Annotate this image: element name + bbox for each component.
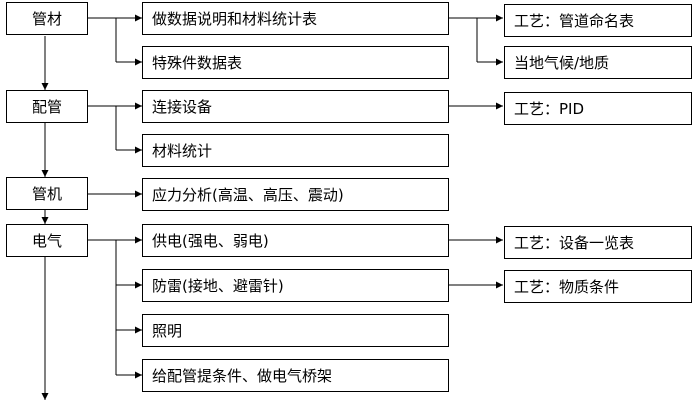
task-stress-analysis: 应力分析(高温、高压、震动) <box>142 178 449 211</box>
task-piping-conditions-cable-tray: 给配管提条件、做电气桥架 <box>142 359 449 392</box>
stage-electrical: 电气 <box>6 224 88 257</box>
stage-piping: 配管 <box>6 90 88 123</box>
task-data-and-material-table: 做数据说明和材料统计表 <box>142 2 449 35</box>
note-local-climate-geology: 当地气候/地质 <box>504 46 692 79</box>
stage-pipe-mechanics: 管机 <box>6 177 88 210</box>
task-power-supply: 供电(强电、弱电) <box>142 224 449 257</box>
note-material-conditions: 工艺：物质条件 <box>504 270 692 303</box>
task-lightning-protection: 防雷(接地、避雷针) <box>142 269 449 302</box>
task-material-statistics: 材料统计 <box>142 134 449 167</box>
note-pid: 工艺：PID <box>504 92 692 125</box>
stage-pipe-material: 管材 <box>6 2 88 35</box>
task-connect-equipment: 连接设备 <box>142 90 449 123</box>
task-lighting: 照明 <box>142 314 449 347</box>
note-pipe-naming-table: 工艺：管道命名表 <box>504 4 692 37</box>
task-special-parts-datasheet: 特殊件数据表 <box>142 46 449 79</box>
note-equipment-list: 工艺：设备一览表 <box>504 226 692 259</box>
